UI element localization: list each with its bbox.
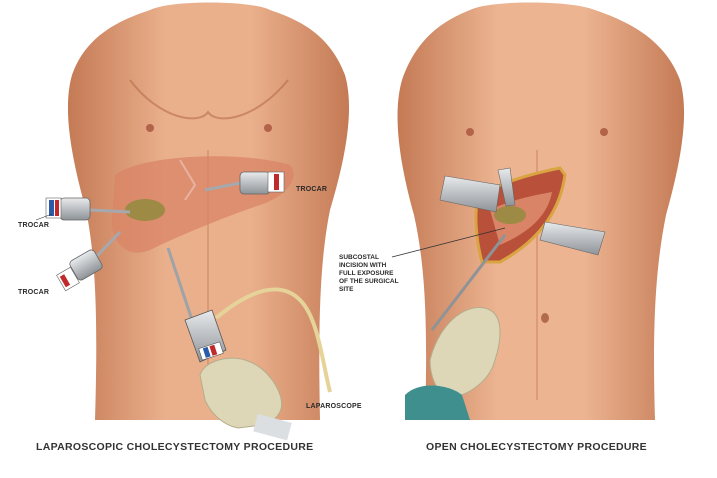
subcostal-label-line: OF THE SURGICAL [339,278,399,285]
caption-laparoscopic: LAPAROSCOPIC CHOLECYSTECTOMY PROCEDURE [36,441,314,453]
trocar-label-left-lower: TROCAR [18,289,50,296]
gallbladder [125,199,165,221]
retractor-top [439,175,501,213]
subcostal-label-line: SUBCOSTAL [339,254,379,261]
retractor-right [539,221,606,256]
trocar-label-right: TROCAR [296,186,328,193]
trocar-label-left-upper: TROCAR [18,222,50,229]
laparoscope-label: LAPAROSCOPE [306,403,362,410]
caption-open: OPEN CHOLECYSTECTOMY PROCEDURE [426,441,647,453]
subcostal-incision-label: SUBCOSTAL INCISION WITH FULL EXPOSURE OF… [339,254,429,294]
laparoscope-instrument [166,247,332,441]
subcostal-label-line: SITE [339,286,354,293]
right-torso [391,2,685,420]
subcostal-label-line: INCISION WITH [339,262,387,269]
trocar-left-upper-instrument [45,197,131,221]
subcostal-label-line: FULL EXPOSURE [339,270,394,277]
surgical-gown-sleeve [405,385,470,420]
glove-hand-left [199,357,283,429]
trocar-right-instrument [204,171,285,195]
left-torso [67,2,350,420]
trocar-left-lower-instrument [56,230,122,292]
